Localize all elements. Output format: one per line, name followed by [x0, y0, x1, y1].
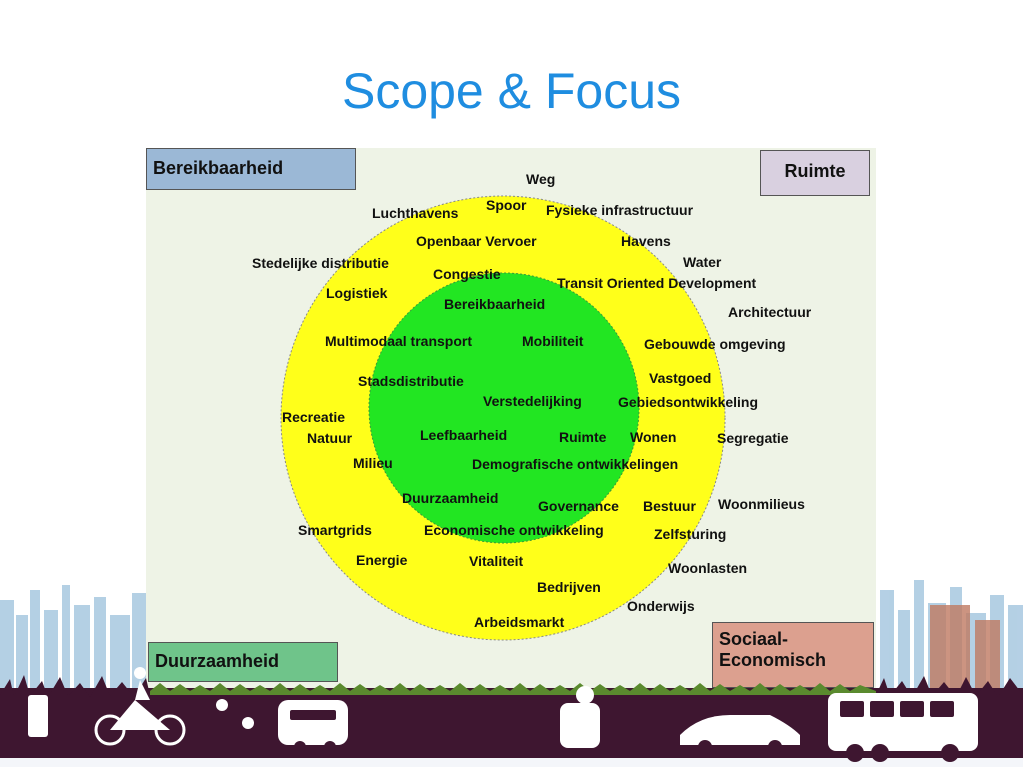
circle-diagram-svg: [280, 195, 726, 641]
term: Arbeidsmarkt: [474, 614, 565, 630]
term: Havens: [621, 233, 671, 249]
term: Multimodaal transport: [325, 333, 473, 349]
term: Milieu: [353, 455, 393, 471]
term: Bereikbaarheid: [444, 296, 546, 312]
scope-diagram: Bereikbaarheid Ruimte Duurzaamheid Socia…: [146, 148, 876, 688]
term: Openbaar Vervoer: [416, 233, 537, 249]
term: Luchthavens: [372, 205, 459, 221]
term: Weg: [526, 171, 556, 187]
term: Congestie: [433, 266, 501, 282]
term: Transit Oriented Development: [557, 275, 757, 291]
term: Woonmilieus: [718, 496, 805, 512]
corner-label-sociaal-line1: Sociaal-: [719, 629, 789, 649]
term: Governance: [538, 498, 619, 514]
term: Architectuur: [728, 304, 812, 320]
term: Natuur: [307, 430, 353, 446]
term: Gebouwde omgeving: [644, 336, 786, 352]
term: Economische ontwikkeling: [424, 522, 604, 538]
term: Stedelijke distributie: [252, 255, 389, 271]
term: Stadsdistributie: [358, 373, 464, 389]
corner-label-duurzaamheid: Duurzaamheid: [148, 642, 338, 682]
term: Vastgoed: [649, 370, 712, 386]
term: Mobiliteit: [522, 333, 584, 349]
term: Verstedelijking: [483, 393, 582, 409]
term: Energie: [356, 552, 408, 568]
corner-label-sociaal-economisch: Sociaal- Economisch: [712, 622, 874, 688]
term: Smartgrids: [298, 522, 372, 538]
term: Gebiedsontwikkeling: [618, 394, 759, 410]
term: Water: [683, 254, 722, 270]
inner-circle: [368, 272, 640, 544]
slide-title: Scope & Focus: [341, 63, 682, 119]
term: Zelfsturing: [654, 526, 727, 542]
term: Vitaliteit: [469, 553, 524, 569]
term: Fysieke infrastructuur: [546, 202, 694, 218]
term: Leefbaarheid: [420, 427, 508, 443]
city-skyline-illustration: [0, 580, 1023, 767]
term: Bedrijven: [537, 579, 601, 595]
term: Ruimte: [559, 429, 607, 445]
term: Wonen: [630, 429, 677, 445]
term: Woonlasten: [668, 560, 748, 576]
term: Bestuur: [643, 498, 696, 514]
corner-label-bereikbaarheid: Bereikbaarheid: [146, 148, 356, 190]
term: Spoor: [486, 197, 527, 213]
term: Duurzaamheid: [402, 490, 499, 506]
term: Segregatie: [717, 430, 789, 446]
corner-label-sociaal-line2: Economisch: [719, 650, 827, 670]
term: Recreatie: [282, 409, 346, 425]
term: Onderwijs: [627, 598, 695, 614]
term: Logistiek: [326, 285, 388, 301]
corner-label-ruimte: Ruimte: [760, 150, 870, 196]
term: Demografische ontwikkelingen: [472, 456, 679, 472]
